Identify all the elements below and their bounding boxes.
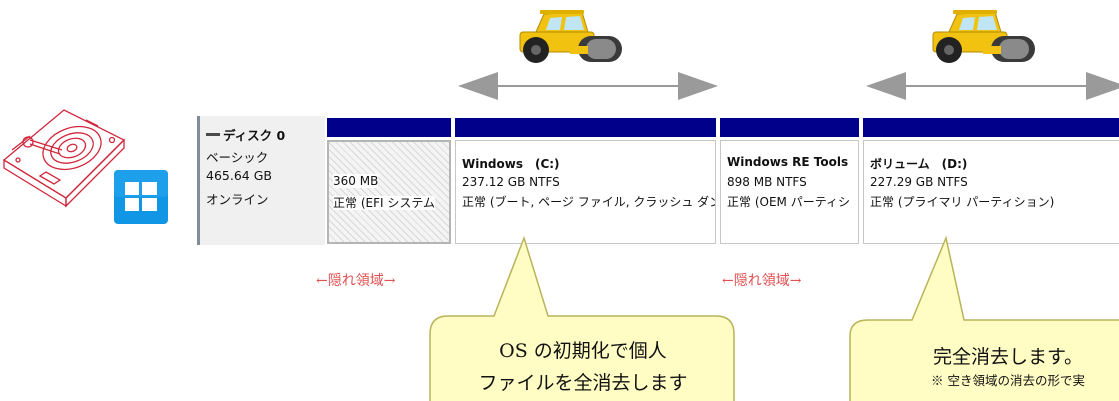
hard-drive-icon xyxy=(2,109,126,208)
disk-size: 465.64 GB xyxy=(206,168,272,183)
disk-panel-border xyxy=(197,116,200,245)
partition-bar xyxy=(455,118,716,137)
double-arrow-icon xyxy=(458,72,718,100)
hidden-region-label: ←隠れ領域→ xyxy=(316,273,396,289)
callout-note: ※ 空き領域の消去の形で実 xyxy=(931,373,1085,388)
partition-size: 227.29 GB NTFS xyxy=(870,175,968,189)
partition-body: Windows (C:) 237.12 GB NTFS 正常 (ブート, ページ… xyxy=(455,140,716,244)
callout-text: OS の初期化で個人 xyxy=(499,340,667,362)
partition-status: 正常 (プライマリ パーティション) xyxy=(870,195,1055,209)
callout-bubble xyxy=(849,235,1119,401)
partition-d[interactable]: ボリューム (D:) 227.29 GB NTFS 正常 (プライマリ パーティ… xyxy=(863,118,1119,244)
callout-text: ファイルを全消去します xyxy=(478,372,688,394)
partition-size: 237.12 GB NTFS xyxy=(462,175,560,189)
disk-status: オンライン xyxy=(206,192,269,207)
double-arrow-icon xyxy=(866,72,1119,100)
windows-logo-icon xyxy=(114,170,168,224)
partition-size: 898 MB NTFS xyxy=(727,175,807,189)
disk-type: ベーシック xyxy=(206,150,269,165)
partition-status: 正常 (EFI システム xyxy=(333,196,435,210)
partition-re-tools[interactable]: Windows RE Tools 898 MB NTFS 正常 (OEM パーテ… xyxy=(720,118,859,244)
partition-bar xyxy=(863,118,1119,137)
disk-name-label: ディスク 0 xyxy=(223,128,286,143)
partition-bar xyxy=(720,118,859,137)
partition-title: ボリューム (D:) xyxy=(870,157,968,171)
partition-efi[interactable]: 360 MB 正常 (EFI システム xyxy=(327,118,451,244)
callout-text: 完全消去します。 xyxy=(932,346,1084,368)
partition-status: 正常 (ブート, ページ ファイル, クラッシュ ダン xyxy=(462,195,716,209)
partition-body: ボリューム (D:) 227.29 GB NTFS 正常 (プライマリ パーティ… xyxy=(863,140,1119,244)
partition-title: Windows (C:) xyxy=(462,157,560,171)
callout-bubble xyxy=(429,235,735,401)
partition-body: 360 MB 正常 (EFI システム xyxy=(327,140,451,244)
disk-icon xyxy=(206,133,220,136)
hidden-region-label: ←隠れ領域→ xyxy=(722,273,802,289)
road-roller-icon xyxy=(519,10,622,63)
partition-size: 360 MB xyxy=(333,174,379,188)
partition-c[interactable]: Windows (C:) 237.12 GB NTFS 正常 (ブート, ページ… xyxy=(455,118,716,244)
partition-title: Windows RE Tools xyxy=(727,155,849,169)
disk-info[interactable]: ディスク 0 ベーシック 465.64 GB オンライン xyxy=(200,116,325,245)
disk-name: ディスク 0 xyxy=(206,125,285,144)
partition-bar xyxy=(327,118,451,137)
partition-status: 正常 (OEM パーティシ xyxy=(727,195,850,209)
road-roller-icon xyxy=(932,10,1035,63)
partition-body: Windows RE Tools 898 MB NTFS 正常 (OEM パーテ… xyxy=(720,140,859,244)
